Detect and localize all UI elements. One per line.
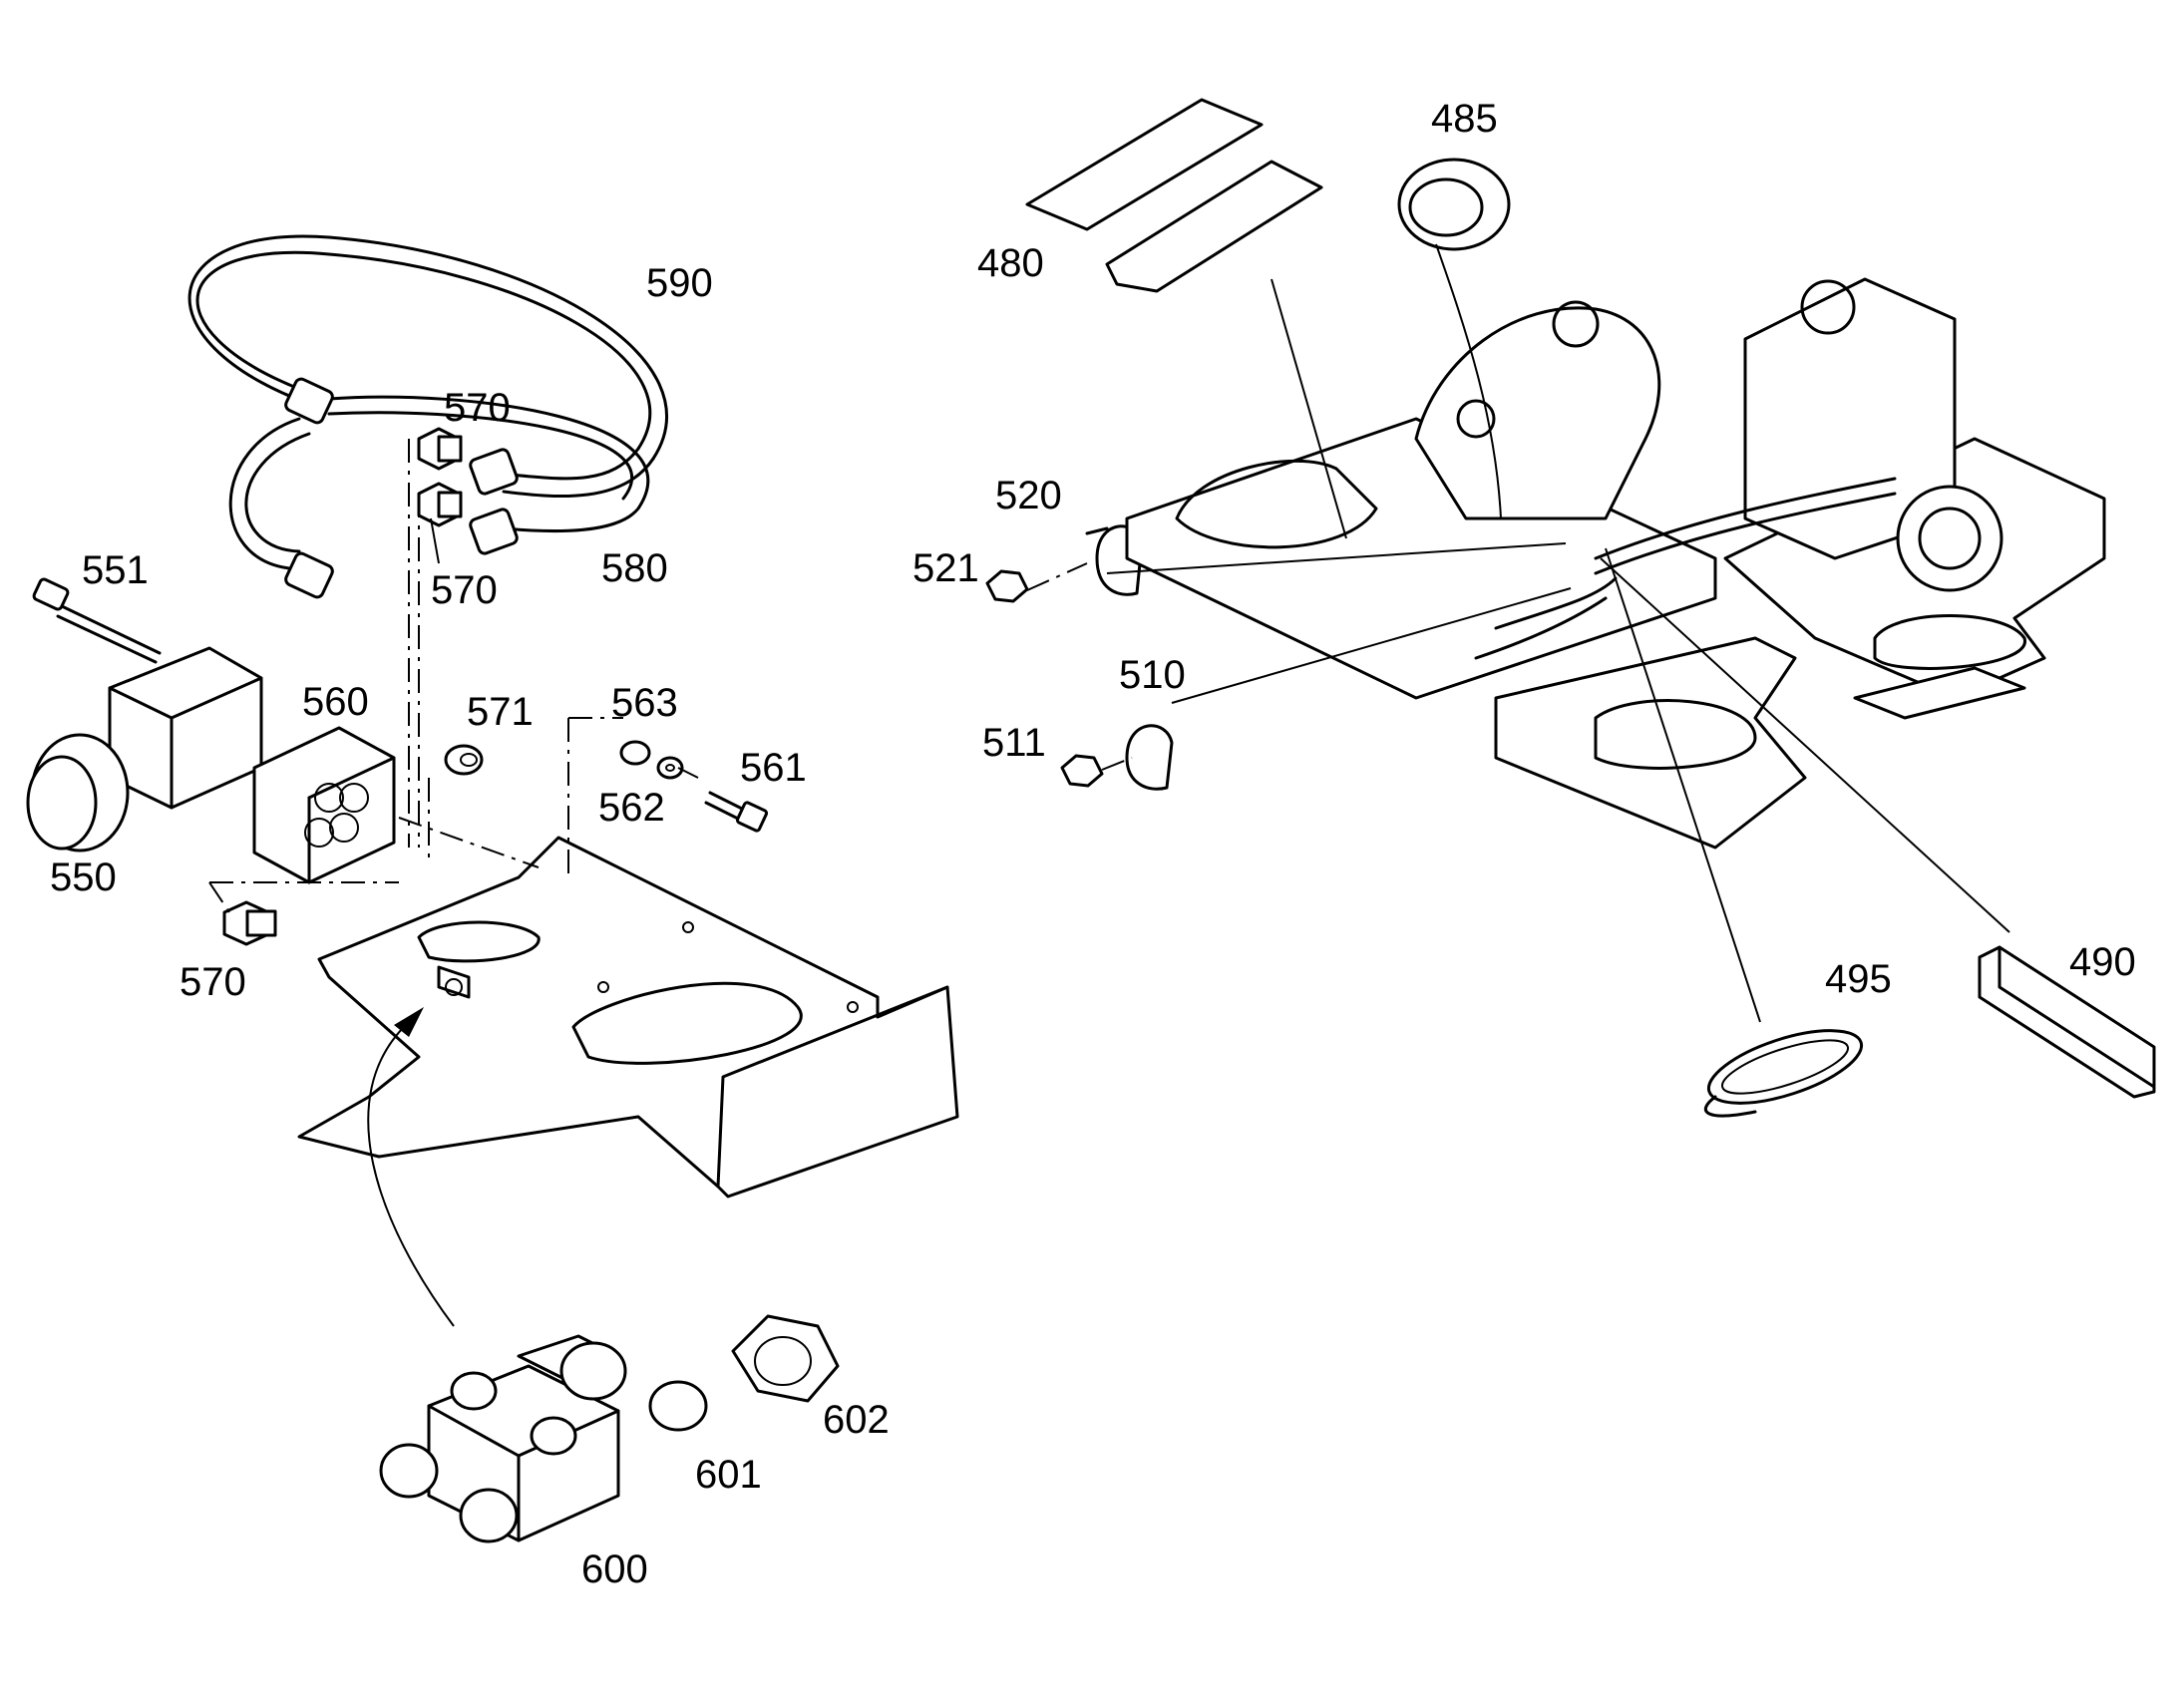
nut-602: [731, 1314, 840, 1403]
manifold-arrow: [367, 1007, 455, 1327]
valve-block-560: [252, 726, 396, 884]
sleeve-490: [1978, 945, 2156, 1099]
callout-571: 571: [467, 690, 534, 734]
bolt-561: [704, 791, 769, 833]
manifold-600: [379, 1334, 627, 1543]
callout-550: 550: [50, 855, 117, 899]
callout-510: 510: [1119, 653, 1186, 697]
nut-521: [985, 569, 1029, 603]
cap-601: [648, 1380, 708, 1432]
callout-562: 562: [598, 786, 665, 830]
callout-485: 485: [1431, 97, 1498, 141]
callout-563: 563: [611, 681, 678, 725]
solenoid-valve-550: [26, 646, 263, 853]
callout-601: 601: [695, 1453, 762, 1497]
hose-580: [228, 395, 649, 570]
callout-560: 560: [302, 680, 369, 724]
callout-480: 480: [977, 241, 1044, 285]
leader-570-middle: [430, 517, 440, 564]
callout-600: 600: [581, 1547, 648, 1591]
callout-495: 495: [1825, 957, 1892, 1001]
callout-580: 580: [601, 546, 668, 590]
fitting-570-lower: [222, 900, 277, 946]
strip-480: [1025, 98, 1323, 293]
callout-570-middle: 570: [431, 568, 498, 612]
callout-521: 521: [912, 546, 979, 590]
leader-lines-right: [1026, 243, 2010, 1023]
fitting-570-upper: [417, 427, 463, 471]
fitting-570-middle: [417, 482, 463, 527]
hose-fitting-nut: [284, 377, 519, 599]
callout-570-lower: 570: [180, 960, 246, 1004]
alignment-lines-left: [208, 439, 699, 913]
callout-520: 520: [995, 474, 1062, 517]
callout-511: 511: [982, 721, 1046, 765]
callout-602: 602: [823, 1398, 890, 1442]
clamp-510: [1125, 724, 1174, 791]
callout-570-upper: 570: [444, 386, 511, 430]
callout-590: 590: [646, 261, 713, 305]
callout-labels: 480 485 490 495 510 511 520 521 550 551 …: [50, 97, 2136, 1591]
plug-571: [444, 744, 484, 776]
nut-511: [1060, 754, 1104, 788]
callout-490: 490: [2069, 940, 2136, 984]
washer-562: [656, 756, 684, 780]
cable-tie-495: [1703, 1029, 1864, 1118]
callout-551: 551: [82, 548, 149, 592]
mounting-plate: [297, 836, 959, 1198]
machine-frame: [1125, 277, 2106, 850]
bolt-551: [32, 577, 162, 664]
nut-563: [619, 740, 651, 766]
callout-561: 561: [740, 746, 807, 790]
hose-590: [187, 234, 668, 499]
grommet-485: [1397, 158, 1511, 251]
